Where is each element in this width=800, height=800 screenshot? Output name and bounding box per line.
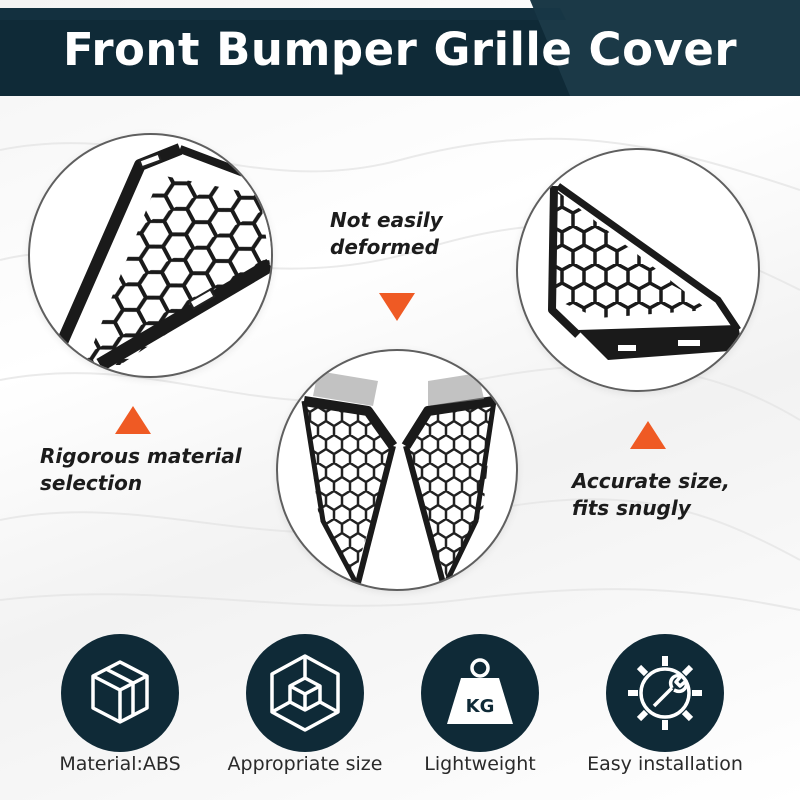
up-triangle-icon xyxy=(115,406,151,434)
size-cube-icon xyxy=(246,634,364,752)
down-triangle-icon xyxy=(379,293,415,321)
feature-label: Lightweight xyxy=(424,753,536,775)
weight-icon-text: KG xyxy=(466,696,495,717)
feature-lightweight: KG Lightweight xyxy=(385,634,575,784)
feature-material: Material:ABS xyxy=(25,634,215,784)
weight-kg-icon: KG xyxy=(421,634,539,752)
up-triangle-icon xyxy=(630,421,666,449)
gear-wrench-icon xyxy=(606,634,724,752)
feature-label: Material:ABS xyxy=(59,753,181,775)
feature-size: Appropriate size xyxy=(210,634,400,784)
grille-corner-right-image xyxy=(516,148,760,392)
feature-label: Appropriate size xyxy=(227,753,383,775)
page-title: Front Bumper Grille Cover xyxy=(62,23,738,76)
grille-pair-center-image xyxy=(276,349,518,591)
cube-icon xyxy=(61,634,179,752)
feature-label: Easy installation xyxy=(587,753,743,775)
callout-accurate-size: Accurate size, fits snugly xyxy=(572,469,730,520)
title-banner xyxy=(0,0,800,96)
callout-not-deformed: Not easily deformed xyxy=(330,208,443,259)
feature-installation: Easy installation xyxy=(570,634,760,784)
grille-closeup-left-image xyxy=(28,133,273,378)
callout-material-selection: Rigorous material selection xyxy=(40,444,242,495)
